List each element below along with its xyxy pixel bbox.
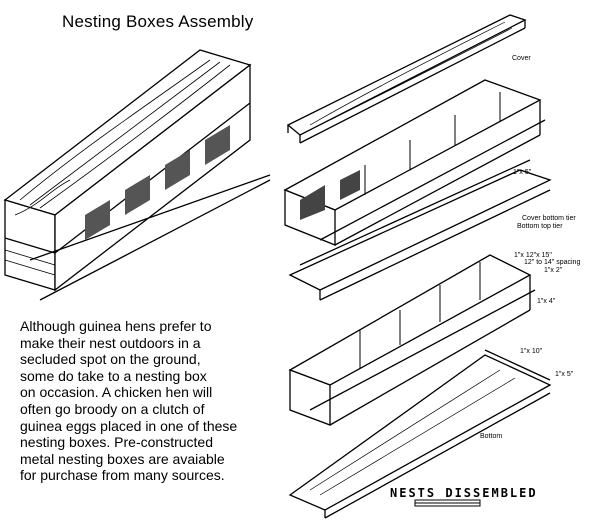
paragraph-line: some do take to a nesting box (20, 367, 207, 384)
paragraph-line: often go broody on a clutch of (20, 400, 205, 417)
paragraph-line: make their nest outdoors in a (20, 334, 201, 351)
bottom-top-tier-part (288, 159, 552, 301)
label-cover: Cover (512, 55, 531, 62)
paragraph-line: metal nesting boxes are avaiable (20, 450, 225, 467)
label-bottom: Bottom (480, 433, 502, 440)
label-1x4: 1"x 4" (537, 298, 556, 305)
label-partition: 1"x 12"x 15" (514, 252, 552, 259)
label-bottom-top-tier: Bottom top tier (517, 223, 563, 230)
paragraph-line: nesting boxes. Pre-constructed (20, 434, 213, 451)
cover-part (286, 14, 527, 144)
paragraph-line: Although guinea hens prefer to (20, 318, 212, 334)
label-1x5-top: 1"x 5" (513, 169, 532, 176)
assembled-nesting-box (3, 49, 271, 301)
paragraph-line: on occasion. A chicken hen will (20, 384, 213, 401)
label-spacing: 12" to 14" spacing (524, 259, 580, 266)
top-tier-part (283, 79, 546, 246)
caption: NESTS DISSEMBLED (390, 486, 538, 500)
label-1x2: 1"x 2" (544, 267, 563, 274)
paragraph-line: guinea eggs placed in one of these (20, 417, 238, 434)
bottom-tier-part (288, 254, 536, 426)
label-1x5-bottom: 1"x 5" (555, 371, 574, 378)
paragraph-line: for purchase from many sources. (20, 467, 225, 484)
label-cover-bottom-tier: Cover bottom tier (522, 215, 576, 222)
bottom-part (288, 349, 552, 519)
page-title: Nesting Boxes Assembly (62, 12, 254, 31)
scale-bar (414, 499, 481, 507)
description-paragraph: Although guinea hens prefer to make thei… (20, 318, 290, 484)
paragraph-line: secluded spot on the ground, (20, 351, 201, 368)
label-1x10: 1"x 10" (520, 348, 543, 355)
